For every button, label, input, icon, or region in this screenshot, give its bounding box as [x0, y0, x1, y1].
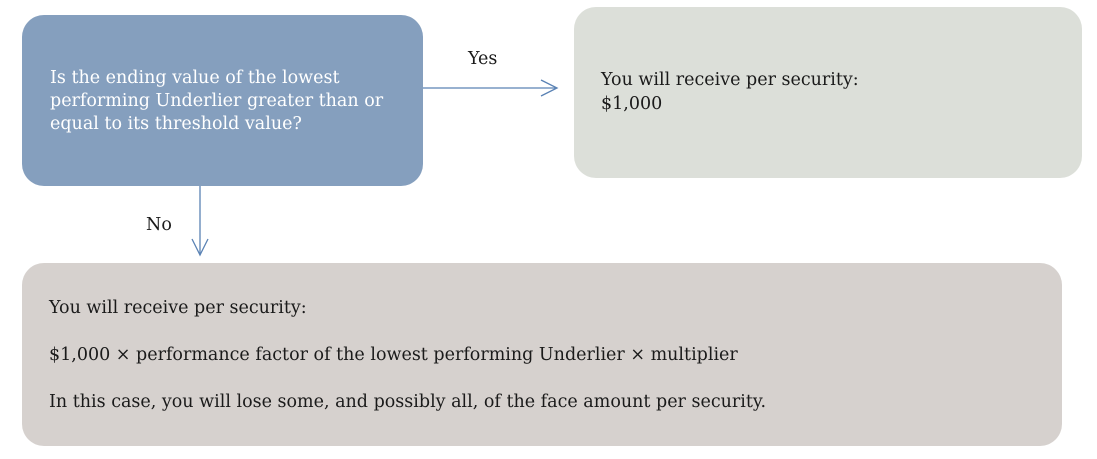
no-label: No — [146, 215, 172, 235]
no-outcome-box: You will receive per security: $1,000 × … — [22, 263, 1062, 446]
question-text: Is the ending value of the lowest perfor… — [50, 68, 384, 134]
yes-outcome-box: You will receive per security: $1,000 — [574, 7, 1082, 178]
yes-outcome-line-2: $1,000 — [601, 94, 663, 114]
no-outcome-line-2: $1,000 × performance factor of the lowes… — [49, 345, 738, 365]
no-outcome-line-3: In this case, you will lose some, and po… — [49, 392, 767, 412]
arrow-no — [191, 186, 209, 257]
yes-outcome-line-1: You will receive per security: — [601, 70, 859, 90]
no-outcome-line-1: You will receive per security: — [49, 298, 307, 318]
decision-question-box: Is the ending value of the lowest perfor… — [22, 15, 423, 186]
yes-label: Yes — [468, 49, 498, 69]
arrow-yes — [423, 79, 559, 97]
